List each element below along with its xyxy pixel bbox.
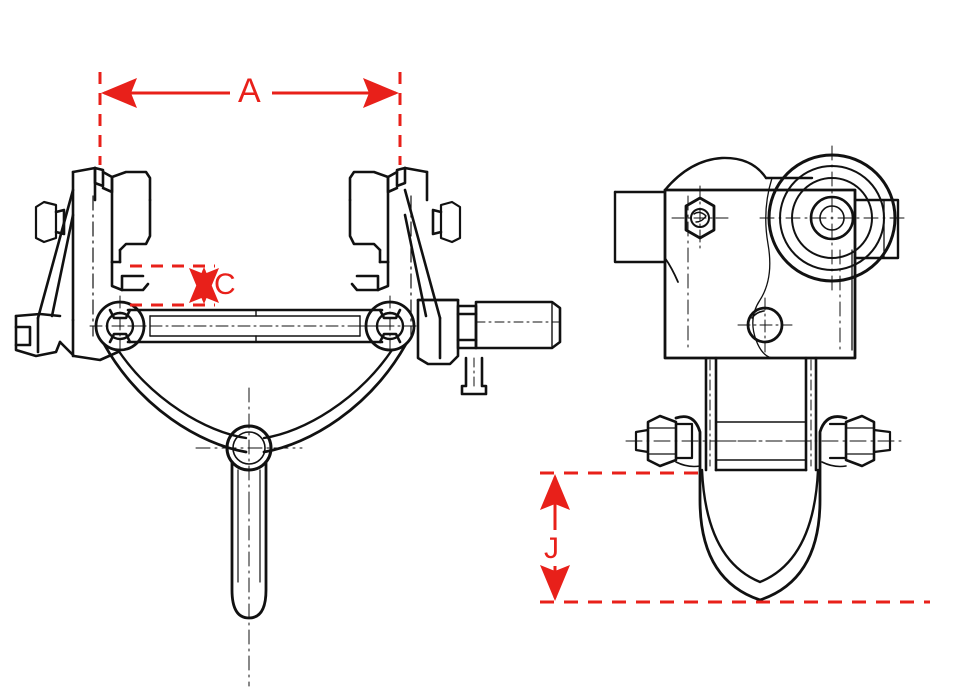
right-v-arm (262, 342, 408, 454)
dimension-j (540, 471, 930, 604)
center-pivot (195, 387, 303, 501)
adjusting-screw-knob (456, 300, 562, 350)
lower-pin-hole (737, 297, 793, 353)
dimension-label-j: J (544, 532, 559, 565)
horizontal-link-bar (126, 308, 384, 344)
left-v-arm (102, 342, 248, 454)
shackle-nut (625, 414, 907, 468)
right-pivot-boss (359, 295, 421, 357)
hex-bolt-head (671, 185, 729, 251)
clevis-straps (704, 356, 818, 472)
left-pivot-boss (89, 295, 151, 357)
dimension-c (130, 264, 219, 307)
dimension-a (98, 72, 402, 165)
left-clamp-jaw (14, 166, 152, 362)
dimension-label-c: C (214, 268, 236, 301)
dimension-label-a: A (238, 72, 261, 110)
trolley-wheel (759, 145, 907, 291)
hook-shank (230, 460, 268, 687)
shackle-bow (674, 415, 848, 602)
locking-pin (460, 356, 488, 396)
trolley-body (613, 156, 900, 360)
